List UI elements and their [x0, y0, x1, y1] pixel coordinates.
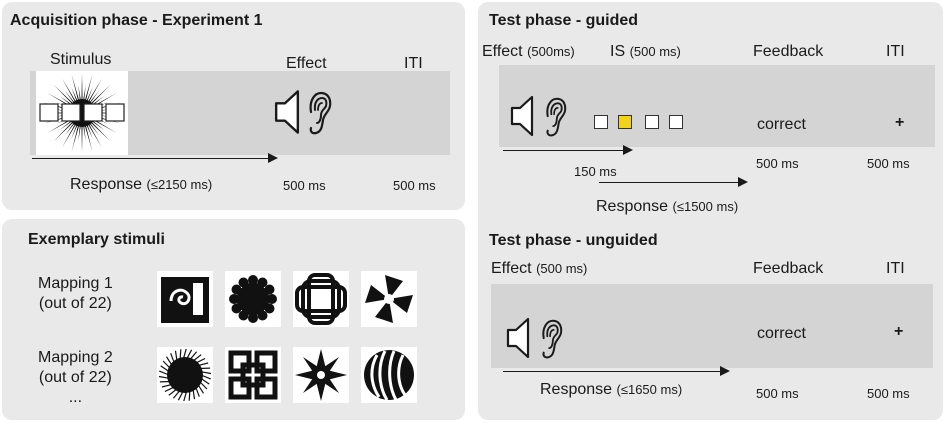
guided-is-label: IS (500 ms)	[610, 43, 681, 60]
guided-delay-label: 150 ms	[574, 164, 617, 179]
unguided-feedback-label: Feedback	[753, 260, 824, 277]
guided-title: Test phase - guided	[489, 12, 639, 29]
guided-iti-duration: 500 ms	[867, 156, 910, 171]
endless-knot-glyph	[225, 347, 281, 403]
unguided-iti-duration: 500 ms	[867, 386, 910, 401]
unguided-title: Test phase - unguided	[489, 232, 658, 249]
unguided-iti-symbol: +	[894, 323, 904, 340]
guided-response-arrow	[599, 177, 748, 187]
sun-glyph	[157, 347, 213, 403]
stimulus-label: Stimulus	[50, 51, 112, 68]
unguided-timeline-band	[491, 284, 933, 368]
acquisition-title: Acquisition phase - Experiment 1	[10, 12, 263, 29]
exemplary-title: Exemplary stimuli	[28, 231, 165, 248]
guided-delay-arrow	[503, 145, 633, 155]
guided-feedback-duration: 500 ms	[756, 156, 799, 171]
guided-iti-label: ITI	[886, 43, 905, 60]
unguided-feedback-text: correct	[757, 325, 806, 342]
unguided-iti-label: ITI	[886, 260, 905, 277]
flower-glyph	[225, 271, 281, 327]
guided-response-label: Response (≤1500 ms)	[596, 198, 739, 215]
ear-icon	[539, 318, 563, 360]
mapping2-label: Mapping 2(out of 22)...	[38, 349, 113, 406]
acquisition-response-arrow	[32, 153, 278, 163]
guided-iti-symbol: +	[895, 114, 905, 131]
knot-glyph	[293, 271, 349, 327]
striped-ball-glyph	[361, 347, 417, 403]
guided-feedback-text: correct	[757, 116, 806, 133]
is-square-highlighted	[618, 115, 632, 129]
unguided-response-arrow	[503, 366, 730, 376]
is-square-4	[669, 115, 683, 129]
pinwheel-glyph	[361, 271, 417, 327]
speaker-icon	[510, 94, 534, 138]
star-glyph	[293, 347, 349, 403]
guided-feedback-label: Feedback	[753, 43, 824, 60]
ear-icon	[543, 96, 567, 138]
guided-timeline-band	[499, 65, 935, 147]
is-square-1	[594, 115, 608, 129]
unguided-effect-label: Effect (500 ms)	[491, 260, 588, 277]
mapping1-label: Mapping 1(out of 22)	[38, 275, 113, 312]
speaker-icon	[274, 88, 300, 136]
ear-icon	[306, 90, 332, 136]
acquisition-effect-duration: 500 ms	[283, 178, 326, 193]
acquisition-response-label: Response (≤2150 ms)	[70, 176, 213, 193]
speaker-icon	[506, 316, 530, 360]
acquisition-iti-duration: 500 ms	[393, 178, 436, 193]
guided-effect-label: Effect (500ms)	[482, 43, 575, 60]
iti-label: ITI	[404, 55, 423, 72]
effect-label: Effect	[286, 55, 327, 72]
is-square-3	[645, 115, 659, 129]
unguided-feedback-duration: 500 ms	[756, 386, 799, 401]
unguided-response-label: Response (≤1650 ms)	[540, 381, 683, 398]
spiral-glyph	[157, 271, 213, 327]
starburst-stimulus	[36, 71, 128, 155]
